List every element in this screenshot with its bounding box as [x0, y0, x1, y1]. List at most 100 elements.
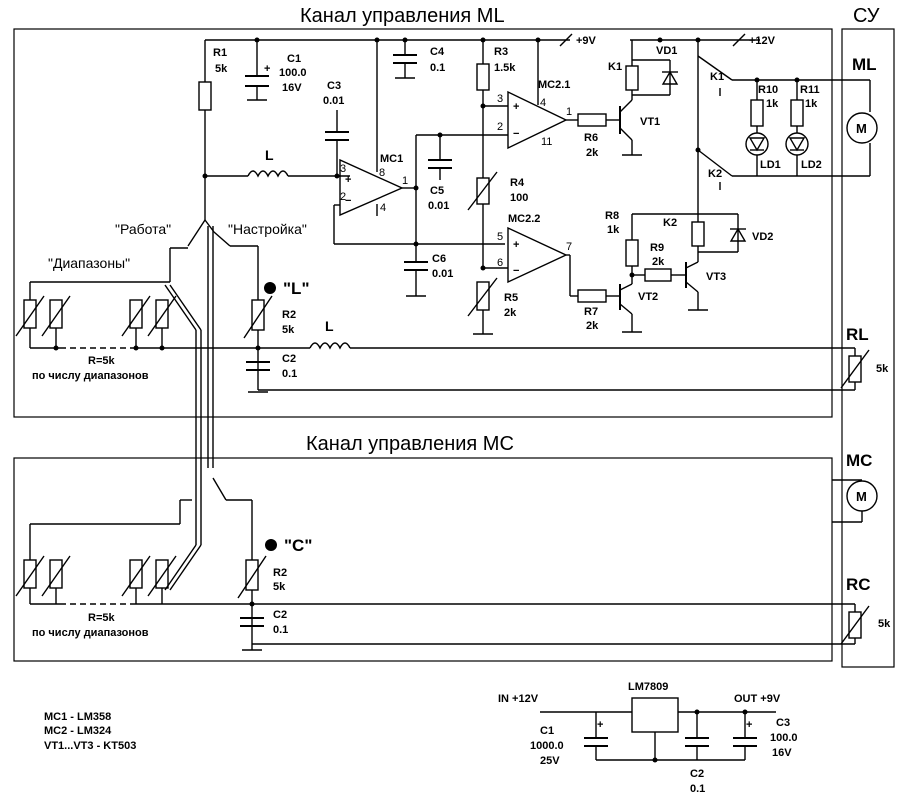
- psu-c1-value: 1000.0: [530, 740, 564, 752]
- mc21-opamp: [507, 90, 568, 150]
- c3-value: 0.01: [323, 95, 344, 107]
- sw-mc-contact: [212, 477, 227, 501]
- motor-mc-symbol: M: [856, 489, 867, 504]
- node: [629, 272, 635, 278]
- psu-c2-label: C2: [690, 768, 704, 780]
- mc21-pin2: 2: [497, 121, 503, 133]
- legend-line-1: MC1 - LM358: [44, 711, 111, 723]
- mc-r2-value: 5k: [273, 581, 286, 593]
- r7-resistor: [577, 289, 607, 303]
- bank-arrow: [41, 295, 71, 337]
- mc-c2-label: C2: [273, 609, 287, 621]
- rail-9v-label: +9V: [576, 35, 597, 47]
- vt2-label: VT2: [638, 291, 658, 303]
- test-point-c-label: "C": [284, 536, 312, 555]
- r5-label: R5: [504, 292, 518, 304]
- c5-label: C5: [430, 185, 444, 197]
- vt3-label: VT3: [706, 271, 726, 283]
- c1-voltage: 16V: [282, 82, 302, 94]
- r6-label: R6: [584, 132, 598, 144]
- c5-value: 0.01: [428, 200, 449, 212]
- vd2-label: VD2: [752, 231, 773, 243]
- psu-c1-plus: +: [597, 719, 603, 731]
- r1-label: R1: [213, 47, 227, 59]
- rl-arrow: [840, 349, 870, 389]
- mc21-minus: −: [513, 128, 519, 140]
- vt2-collector: [619, 283, 633, 291]
- rail-9v-break: [559, 33, 573, 47]
- k2-contact-label: K2: [708, 168, 722, 180]
- mc21-label: MC2.1: [538, 79, 570, 91]
- c6-label: C6: [432, 253, 446, 265]
- mc22-pin5: 5: [497, 231, 503, 243]
- r3-resistor: [476, 63, 490, 91]
- rail-12v-break: [732, 33, 746, 47]
- vd2-diode: [729, 227, 747, 242]
- r7-value: 2k: [586, 320, 599, 332]
- r4-arrow: [467, 171, 498, 211]
- r11-label: R11: [800, 84, 820, 96]
- psu-regulator: [631, 697, 679, 733]
- node: [202, 173, 208, 179]
- switch-rod: [164, 284, 197, 331]
- l-lower-inductor: [309, 342, 351, 350]
- r10-value: 1k: [766, 98, 779, 110]
- k2-coil: [691, 221, 705, 247]
- rc-arrow: [840, 605, 870, 645]
- r8-label: R8: [605, 210, 619, 222]
- r7-label: R7: [584, 306, 598, 318]
- ml-r2-trimmer: [251, 299, 265, 331]
- node: [159, 345, 165, 351]
- bank-resistor: [49, 299, 63, 329]
- node: [657, 37, 663, 43]
- k1-label: K1: [608, 61, 622, 73]
- r5-value: 2k: [504, 307, 517, 319]
- rc-value: 5k: [878, 618, 891, 630]
- r3-label: R3: [494, 46, 508, 58]
- node: [53, 345, 59, 351]
- vt1-collector: [619, 99, 633, 113]
- r9-resistor: [644, 268, 672, 282]
- mc1-label: MC1: [380, 153, 403, 165]
- bank-arrow: [121, 295, 151, 337]
- k1-contact: [697, 55, 733, 81]
- mc1-pin1: 1: [402, 175, 408, 187]
- ld1-label: LD1: [760, 159, 781, 171]
- mc-channel-title: Канал управления МС: [306, 433, 514, 455]
- mc21-pin3: 3: [497, 93, 503, 105]
- r1-resistor: [198, 81, 212, 111]
- mc22-label: MC2.2: [508, 213, 540, 225]
- bank-resistor: [49, 559, 63, 589]
- mc22-plus: +: [513, 239, 519, 251]
- node: [334, 173, 340, 179]
- bank-arrow: [147, 295, 177, 337]
- switch-rod: [169, 284, 202, 331]
- node: [413, 185, 419, 191]
- motor-ml-icon: [846, 112, 878, 144]
- ml-resistor-bank: [15, 282, 258, 351]
- ml-channel-frame: [13, 28, 833, 418]
- bank-arrow: [15, 295, 45, 337]
- node: [652, 757, 658, 763]
- test-point-c: [265, 539, 277, 551]
- r3-value: 1.5k: [494, 62, 516, 74]
- k1-coil: [625, 65, 639, 91]
- mc22-pin6: 6: [497, 257, 503, 269]
- c6-value: 0.01: [432, 268, 453, 280]
- ml-r2-value: 5k: [282, 324, 295, 336]
- ml-bank-note: по числу диапазонов: [32, 370, 149, 382]
- ld1-triangle: [748, 137, 766, 152]
- switch-rabota-label: "Работа": [115, 221, 171, 237]
- k2-contact: [697, 149, 733, 177]
- l-upper-inductor: [247, 170, 289, 178]
- node: [694, 709, 700, 715]
- ld2-triangle: [788, 137, 806, 152]
- vt2-emitter: [619, 303, 633, 315]
- c3-label: C3: [327, 80, 341, 92]
- r10-label: R10: [758, 84, 778, 96]
- sw-rabota-contact: [187, 219, 206, 247]
- vt1-emitter: [619, 127, 633, 141]
- sw-nastroyka-contact: [213, 231, 231, 247]
